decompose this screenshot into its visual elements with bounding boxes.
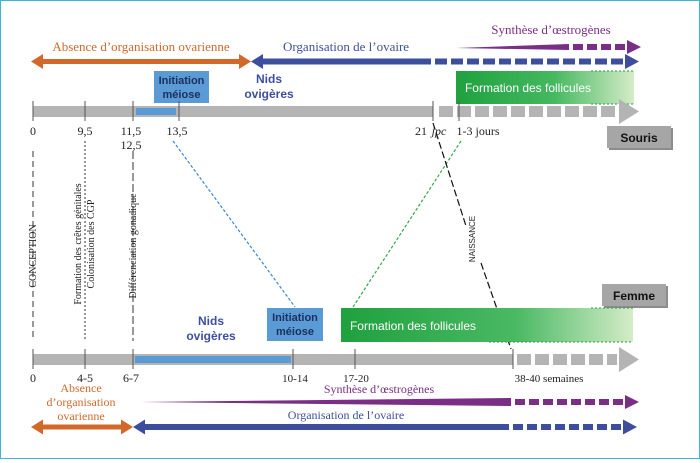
top-synthese-label: Synthèse d’œstrogènes — [491, 22, 611, 37]
naissance-label: NAISSANCE — [468, 216, 477, 262]
top-tick-jpc: jpc — [430, 124, 447, 138]
top-tick-0: 0 — [30, 124, 36, 138]
diff-gonadique-label: Différenciation gonadique — [128, 193, 139, 299]
femme-label: Femme — [613, 289, 655, 303]
bottom-tick-10-14: 10-14 — [282, 373, 308, 385]
bottom-follicles-label: Formation des follicules — [350, 319, 476, 333]
top-tick-13-5: 13,5 — [167, 124, 188, 138]
top-nids-label-2: ovigères — [244, 87, 294, 101]
bottom-absence-arrow — [31, 419, 133, 435]
cgp-label: Colonisation des CGP — [86, 199, 97, 288]
bottom-tick-17-20: 17-20 — [343, 373, 369, 385]
bottom-organisation-arrow — [133, 419, 637, 435]
cretes-label: Formation des crêtes génitales — [73, 183, 84, 304]
top-initiation-label-1: Initiation — [159, 75, 205, 87]
vertical-guides — [32, 141, 134, 341]
bottom-tick-38-40: 38-40 semaines — [515, 373, 584, 385]
bottom-tick-6-7: 6-7 — [123, 371, 139, 385]
souris-label: Souris — [620, 131, 658, 145]
bottom-initiation-box: Initiation méiose — [267, 308, 323, 341]
top-absence-arrow — [31, 54, 251, 69]
bottom-initiation-label-1: Initiation — [272, 312, 318, 324]
top-tick-9-5: 9,5 — [78, 124, 93, 138]
conception-label: CONCEPTION — [28, 224, 39, 287]
top-nids-label-1: Nids — [256, 72, 282, 86]
souris-badge: Souris — [607, 126, 673, 150]
bottom-absence-label-1: Absence — [60, 381, 101, 395]
bottom-tick-0: 0 — [30, 371, 36, 385]
top-initiation-label-2: méiose — [163, 89, 201, 101]
bottom-follicles-box: Formation des follicules — [341, 307, 633, 343]
bottom-tick-4-5: 4-5 — [77, 371, 93, 385]
meiosis-connector — [172, 140, 296, 308]
top-synthese-arrow — [456, 40, 641, 54]
top-tick-11-5: 11,5 — [121, 124, 142, 138]
top-tick-21: 21 — [415, 124, 427, 138]
bottom-absence-label-3: ovarienne — [57, 409, 104, 423]
top-tick-12-5: 12,5 — [121, 138, 142, 152]
top-absence-label: Absence d’organisation ovarienne — [52, 39, 230, 54]
top-follicles-label: Formation des follicules — [465, 81, 591, 95]
top-tick-1-3-jours: 1-3 jours — [457, 124, 500, 138]
bottom-nids-label-2: ovigères — [186, 329, 236, 343]
top-follicles-box: Formation des follicules — [456, 70, 634, 105]
top-timeline — [32, 99, 639, 124]
top-organisation-arrow — [251, 54, 639, 69]
bottom-absence-label-2: d’organisation — [46, 395, 115, 409]
bottom-nids-label-1: Nids — [198, 314, 224, 328]
top-organisation-label: Organisation de l’ovaire — [283, 39, 409, 54]
bottom-synthese-arrow — [141, 395, 639, 409]
follicles-connector — [352, 140, 462, 308]
bottom-timeline — [32, 347, 639, 372]
bottom-initiation-label-2: méiose — [276, 326, 314, 338]
top-initiation-box: Initiation méiose — [154, 71, 209, 103]
femme-badge: Femme — [602, 284, 668, 308]
bottom-synthese-label: Synthèse d’œstrogènes — [324, 382, 435, 396]
bottom-organisation-label: Organisation de l’ovaire — [288, 408, 404, 422]
birth-connector-a — [432, 122, 467, 227]
